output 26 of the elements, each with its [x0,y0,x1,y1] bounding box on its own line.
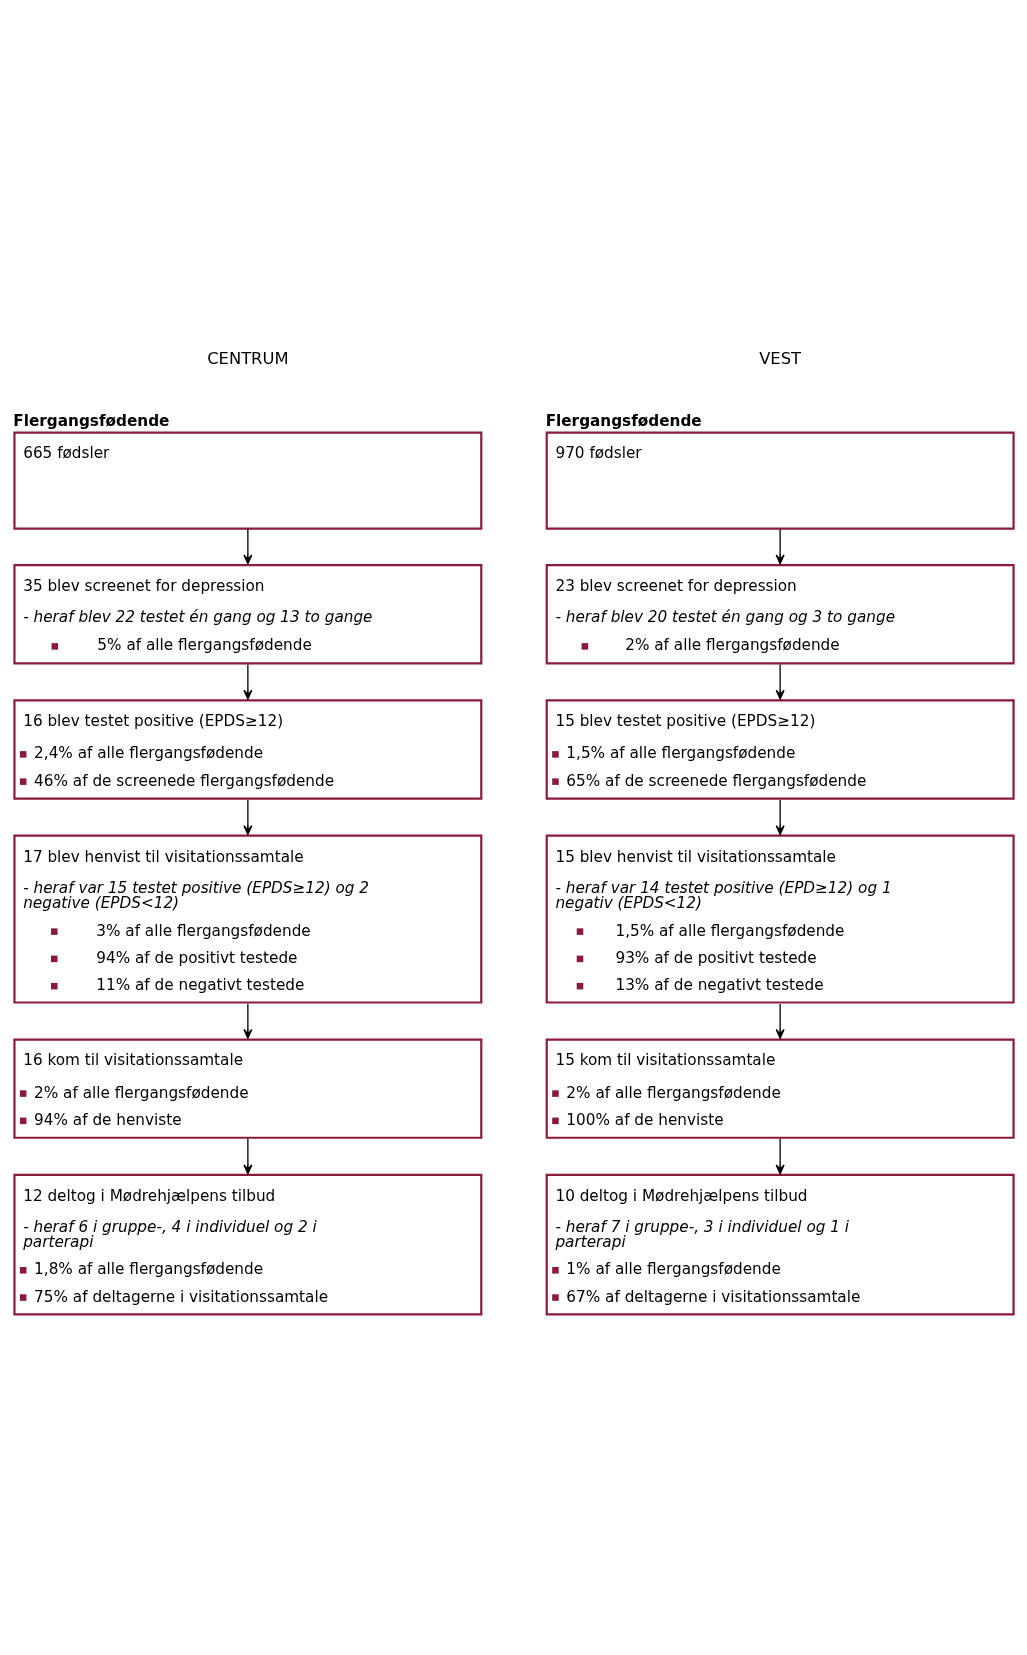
arrow [242,798,252,835]
node-box: 970 fødsler [545,431,1015,530]
node-box: 16 blev testet positive (EPDS≥12) 2,4% af alle flergangsfødende 46% af de screenede flergangsfødende [12,698,482,800]
arrow [775,663,785,700]
node-box: 665 fødsler [12,431,482,530]
label: VEST [758,348,801,368]
node-box: 23 blev screenet for depression - heraf blev 20 testet én gang og 3 to gange 2% af alle flergangsfødende [545,563,1015,664]
node-box: 15 blev testet positive (EPDS≥12) 1,5% af alle flergangsfødende 65% af de screenede flergangsfødende [545,698,1015,800]
arrow [242,1137,252,1174]
label: CENTRUM [206,348,289,368]
arrow [775,1137,785,1174]
node-box: 12 deltog i Mødrehjælpens tilbud - heraf 6 i gruppe-, 4 i individuel og 2 i parterapi 1,8% af alle flergangsfødende 75% af deltagerne i visitationssamtale [12,1173,482,1316]
arrow [242,663,252,700]
node-box: 16 kom til visitationssamtale 2% af alle flergangsfødende 94% af de henviste [12,1038,482,1139]
arrow [775,798,785,835]
node-label: Flergangsfødende [545,411,702,430]
arrow [242,1002,252,1039]
node-box: 15 blev henvist til visitationssamtale - heraf var 14 testet positive (EPD≥12) og 1 negativ (EPDS<12) 1,5% af alle flergangsfødende 93% af de positivt testede 13% af de negativt testede [545,834,1015,1004]
node-box: 15 kom til visitationssamtale 2% af alle flergangsfødende 100% af de henviste [545,1038,1015,1139]
node-label: Flergangsfødende [12,411,169,430]
node-box: 17 blev henvist til visitationssamtale - heraf var 15 testet positive (EPDS≥12) og 2 negative (EPDS<12) 3% af alle flergangsfødende 94% af de positivt testede 11% af de negativt testede [12,834,482,1004]
node-box: 10 deltog i Mødrehjælpens tilbud - heraf 7 i gruppe-, 3 i individuel og 1 i parterapi 1% af alle flergangsfødende 67% af deltagerne i visitationssamtale [545,1173,1015,1316]
arrow [242,528,252,564]
arrow [775,528,785,564]
node-box: 35 blev screenet for depression - heraf blev 22 testet én gang og 13 to gange 5% af alle flergangsfødende [12,563,482,664]
arrow [775,1002,785,1039]
